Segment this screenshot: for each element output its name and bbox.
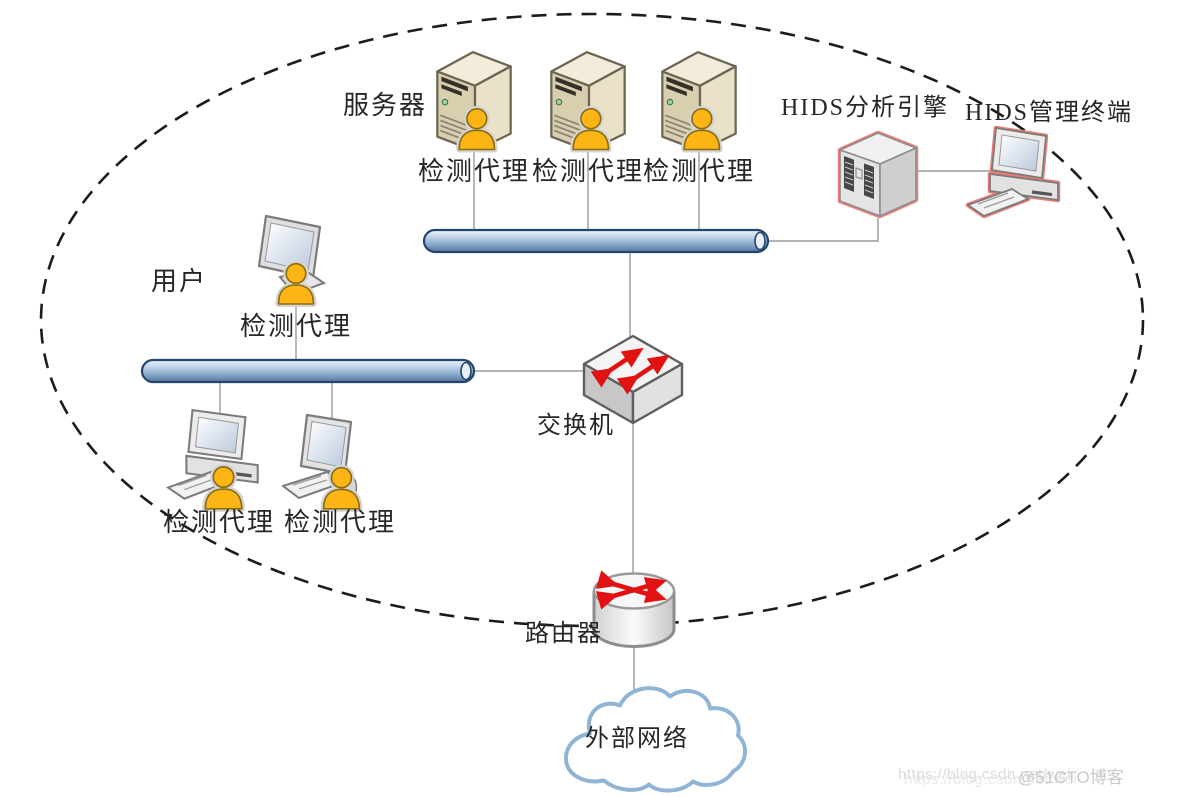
external-network-cloud-icon (564, 686, 747, 793)
label-hids-engine: HIDS分析引擎 (781, 95, 950, 121)
label-agent-server-2: 检测代理 (531, 157, 645, 186)
label-agent-pc-1: 检测代理 (162, 508, 276, 537)
router-icon (591, 566, 677, 658)
tower-server-icon-2 (546, 44, 630, 154)
label-user-group: 用户 (151, 267, 208, 296)
switch-icon (576, 330, 690, 426)
label-router: 路由器 (525, 621, 603, 647)
label-server-group: 服务器 (343, 91, 428, 120)
label-agent-user: 检测代理 (239, 312, 353, 341)
label-hids-terminal: HIDS管理终端 (965, 100, 1134, 126)
user-monitor-agent-icon (254, 214, 340, 308)
label-agent-server-3: 检测代理 (642, 157, 756, 186)
lan-bus-top (422, 228, 770, 254)
connector-lines (219, 148, 996, 694)
label-agent-pc-2: 检测代理 (283, 508, 397, 537)
label-switch: 交换机 (537, 413, 615, 439)
tower-server-icon-3 (657, 44, 741, 154)
label-agent-server-1: 检测代理 (417, 157, 531, 186)
desktop-flat-agent-icon (282, 412, 384, 512)
label-external-network: 外部网络 (585, 726, 689, 752)
hids-analysis-engine-icon (836, 126, 920, 220)
lan-bus-left (140, 358, 476, 384)
desktop-crt-agent-icon (166, 406, 272, 512)
hids-management-terminal-icon (962, 123, 1070, 227)
tower-server-icon-1 (432, 44, 516, 154)
network-boundary-ellipse (39, 12, 1145, 628)
